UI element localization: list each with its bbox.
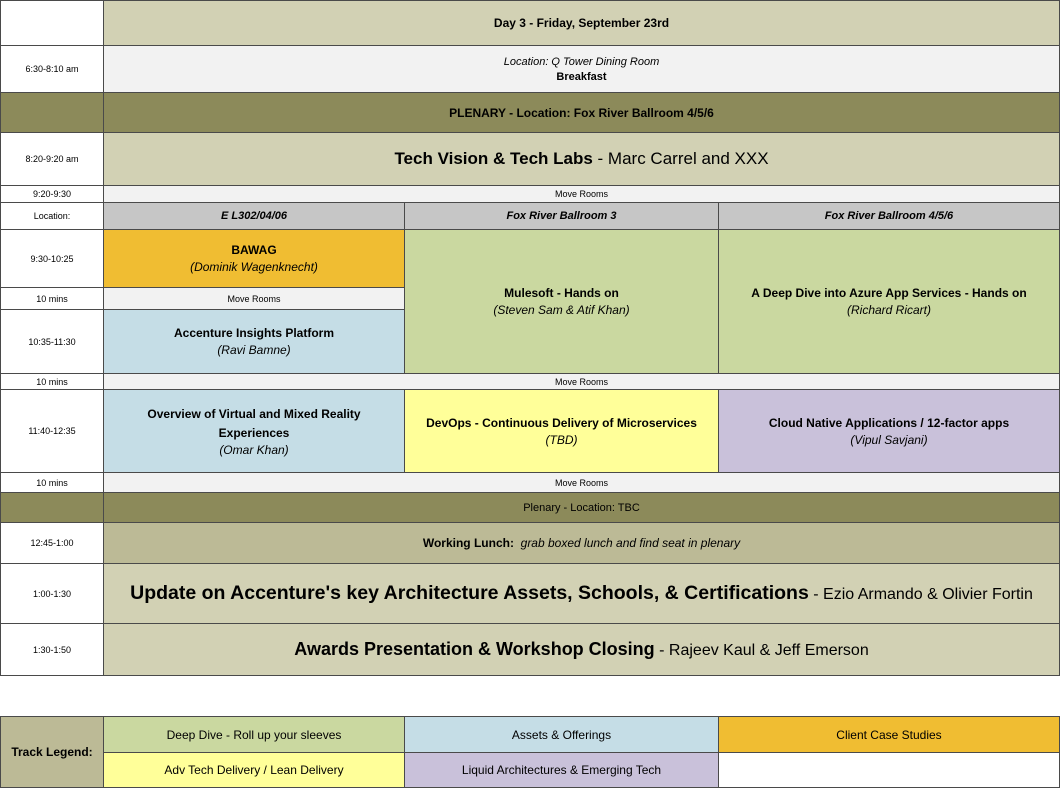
legend-client-case-studies: Client Case Studies bbox=[718, 716, 1060, 753]
plenary-header: PLENARY - Location: Fox River Ballroom 4… bbox=[103, 92, 1060, 133]
legend-liquid-architectures: Liquid Architectures & Emerging Tech bbox=[404, 752, 719, 788]
plenary-time-cell bbox=[0, 92, 104, 133]
assets-session: Update on Accenture's key Architecture A… bbox=[103, 563, 1060, 624]
legend-deep-dive: Deep Dive - Roll up your sleeves bbox=[103, 716, 405, 753]
plenary2-header: Plenary - Location: TBC bbox=[103, 492, 1060, 523]
day-header-text: Day 3 - Friday, September 23rd bbox=[493, 16, 670, 30]
lunch-session: Working Lunch: grab boxed lunch and find… bbox=[103, 522, 1060, 564]
devops-session: DevOps - Continuous Delivery of Microser… bbox=[404, 389, 719, 473]
devops-title: DevOps - Continuous Delivery of Microser… bbox=[426, 415, 697, 430]
room-e-l302: E L302/04/06 bbox=[103, 202, 405, 230]
tech-vision-session: Tech Vision & Tech Labs - Marc Carrel an… bbox=[103, 132, 1060, 186]
vr-session: Overview of Virtual and Mixed Reality Ex… bbox=[103, 389, 405, 473]
assets-speakers: - Ezio Armando & Olivier Fortin bbox=[808, 586, 1033, 603]
bawag-session: BAWAG (Dominik Wagenknecht) bbox=[103, 229, 405, 288]
breakfast-location: Location: Q Tower Dining Room bbox=[503, 55, 660, 68]
move-rooms-1: Move Rooms bbox=[103, 185, 1060, 203]
insights-session: Accenture Insights Platform (Ravi Bamne) bbox=[103, 309, 405, 374]
time-slot-2: 10:35-11:30 bbox=[0, 309, 104, 374]
legend-empty-cell bbox=[718, 752, 1060, 788]
devops-speaker: (TBD) bbox=[545, 432, 578, 447]
legend-assets-offerings: Assets & Offerings bbox=[404, 716, 719, 753]
cloud-speaker: (Vipul Savjani) bbox=[850, 432, 928, 447]
time-move-mid: 10 mins bbox=[0, 287, 104, 310]
breakfast-title: Breakfast bbox=[556, 70, 607, 83]
time-slot-1: 9:30-10:25 bbox=[0, 229, 104, 288]
legend-label: Track Legend: bbox=[11, 745, 93, 759]
legend-label-cell: Track Legend: bbox=[0, 716, 104, 788]
tech-vision-title: Tech Vision & Tech Labs bbox=[394, 149, 593, 168]
awards-speakers: - Rajeev Kaul & Jeff Emerson bbox=[654, 642, 869, 659]
azure-speaker: (Richard Ricart) bbox=[846, 303, 931, 317]
time-slot-3: 11:40-12:35 bbox=[0, 389, 104, 473]
mulesoft-title: Mulesoft - Hands on bbox=[504, 286, 619, 300]
vr-speaker: (Omar Khan) bbox=[219, 443, 289, 457]
cloud-title: Cloud Native Applications / 12-factor ap… bbox=[768, 415, 1010, 430]
bawag-speaker: (Dominik Wagenknecht) bbox=[190, 260, 318, 274]
lunch-title: Working Lunch: bbox=[422, 536, 514, 550]
time-assets: 1:00-1:30 bbox=[0, 563, 104, 624]
awards-session: Awards Presentation & Workshop Closing -… bbox=[103, 623, 1060, 676]
time-awards: 1:30-1:50 bbox=[0, 623, 104, 676]
time-lunch: 12:45-1:00 bbox=[0, 522, 104, 564]
time-move-3: 10 mins bbox=[0, 472, 104, 493]
cloud-session: Cloud Native Applications / 12-factor ap… bbox=[718, 389, 1060, 473]
time-tech-vision: 8:20-9:20 am bbox=[0, 132, 104, 186]
move-rooms-3: Move Rooms bbox=[103, 472, 1060, 493]
plenary-header-text: PLENARY - Location: Fox River Ballroom 4… bbox=[449, 105, 714, 120]
time-move-1: 9:20-9:30 bbox=[0, 185, 104, 203]
time-breakfast: 6:30-8:10 am bbox=[0, 45, 104, 93]
insights-title: Accenture Insights Platform bbox=[173, 326, 335, 340]
corner-cell bbox=[0, 0, 104, 46]
legend-adv-tech-delivery: Adv Tech Delivery / Lean Delivery bbox=[103, 752, 405, 788]
move-rooms-2: Move Rooms bbox=[103, 373, 1060, 390]
azure-title: A Deep Dive into Azure App Services - Ha… bbox=[751, 286, 1027, 300]
time-move-2: 10 mins bbox=[0, 373, 104, 390]
mulesoft-session: Mulesoft - Hands on (Steven Sam & Atif K… bbox=[404, 229, 719, 374]
move-rooms-mid: Move Rooms bbox=[103, 287, 405, 310]
room-fox-river-456: Fox River Ballroom 4/5/6 bbox=[718, 202, 1060, 230]
assets-title: Update on Accenture's key Architecture A… bbox=[130, 582, 809, 604]
bawag-title: BAWAG bbox=[231, 243, 277, 257]
mulesoft-speaker: (Steven Sam & Atif Khan) bbox=[493, 303, 630, 317]
location-label: Location: bbox=[0, 202, 104, 230]
room-fox-river-3: Fox River Ballroom 3 bbox=[404, 202, 719, 230]
tech-vision-speakers: - Marc Carrel and XXX bbox=[592, 149, 769, 168]
awards-title: Awards Presentation & Workshop Closing bbox=[294, 639, 655, 659]
breakfast-session: Location: Q Tower Dining Room Breakfast bbox=[103, 45, 1060, 93]
plenary2-time-cell bbox=[0, 492, 104, 523]
azure-session: A Deep Dive into Azure App Services - Ha… bbox=[718, 229, 1060, 374]
vr-title: Overview of Virtual and Mixed Reality Ex… bbox=[147, 407, 361, 440]
insights-speaker: (Ravi Bamne) bbox=[217, 343, 291, 357]
lunch-detail: grab boxed lunch and find seat in plenar… bbox=[520, 536, 741, 550]
day-header: Day 3 - Friday, September 23rd bbox=[103, 0, 1060, 46]
